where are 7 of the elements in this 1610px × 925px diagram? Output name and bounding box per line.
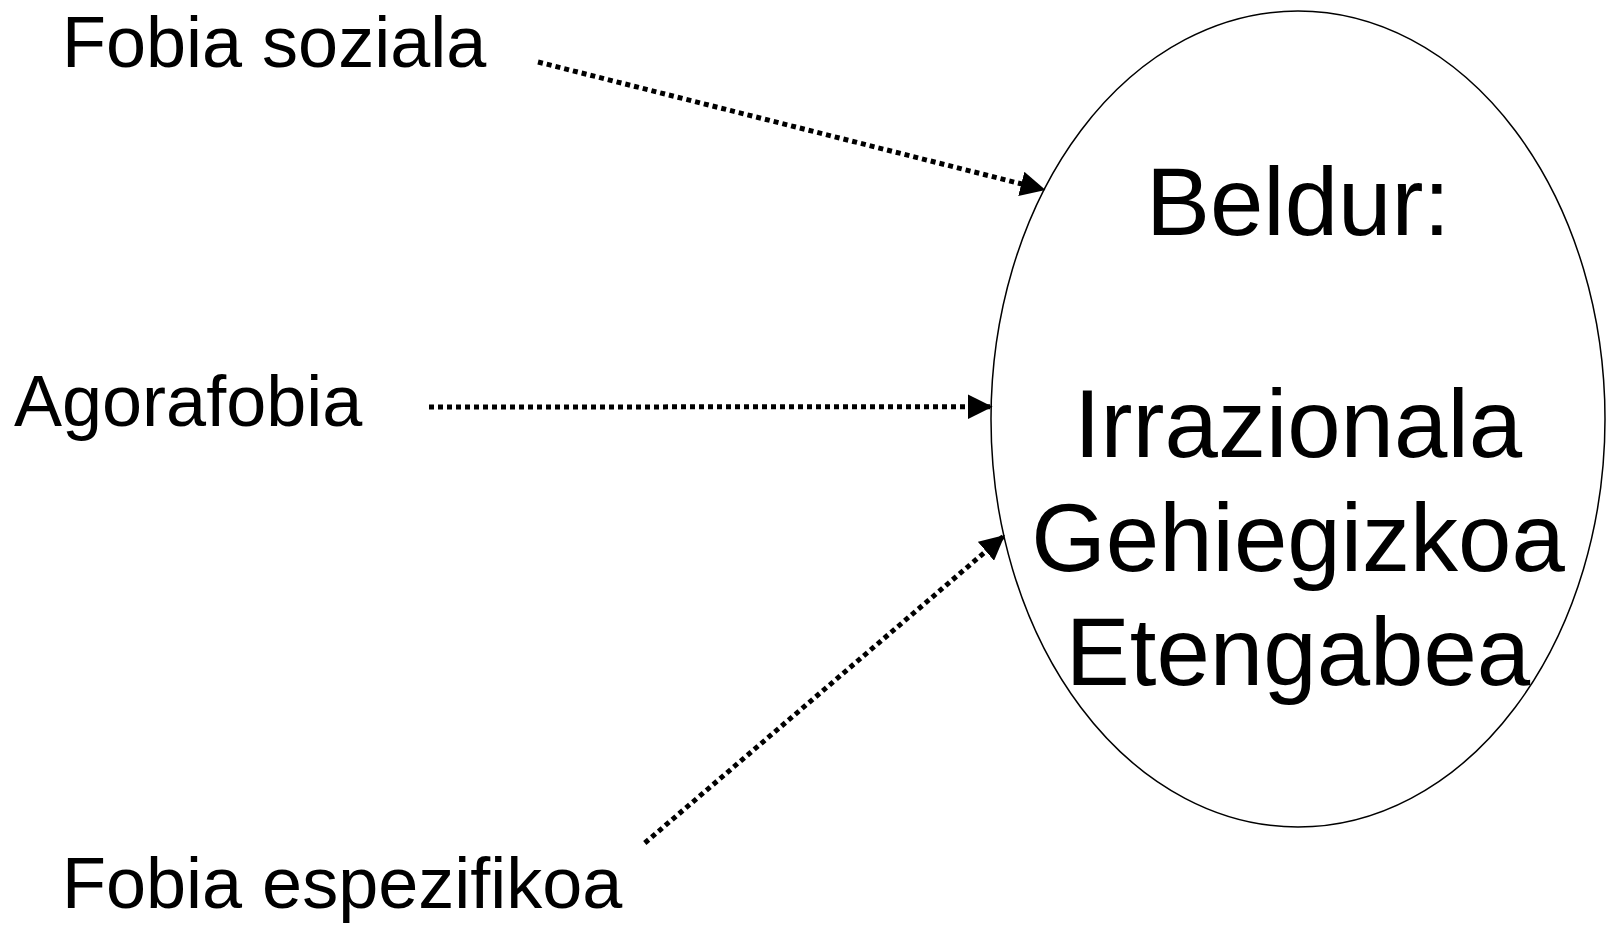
dotted-arrow <box>537 59 1046 196</box>
ellipse-text: Irrazionala Gehiegizkoa Etengabea <box>1031 369 1565 707</box>
phobia-label: Fobia espezifikoa <box>62 843 623 923</box>
phobia-label: Fobia soziala <box>62 6 487 78</box>
ellipse-heading: Beldur: <box>1145 147 1451 257</box>
dotted-arrow <box>643 534 1005 845</box>
dotted-arrow <box>429 394 993 420</box>
